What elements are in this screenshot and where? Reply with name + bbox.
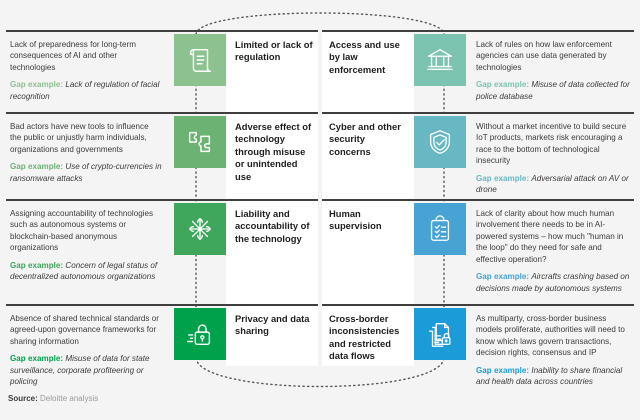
gap-heading: Adverse effect of technology through mis… (226, 114, 318, 199)
courthouse-bank-icon (414, 34, 466, 86)
list-item[interactable]: Cross-border inconsistencies and restric… (322, 304, 634, 386)
left-column: Lack of preparedness for long-term conse… (6, 30, 318, 386)
gap-description: Lack of preparedness for long-term conse… (6, 32, 174, 112)
description-text: Lack of clarity about how much human inv… (476, 209, 624, 264)
list-item[interactable]: Human supervision Lack of clarity about … (322, 199, 634, 304)
description-text: Assigning accountability of technologies… (10, 209, 154, 253)
list-item[interactable]: Assigning accountability of technologies… (6, 199, 318, 304)
locked-documents-icon (414, 308, 466, 360)
gap-heading: Cyber and other security concerns (322, 114, 414, 199)
gap-example-text: Misuse of data for state surveillance, c… (10, 354, 150, 387)
gap-heading: Limited or lack of regulation (226, 32, 318, 112)
gap-example-text: Lack of regulation of facial recognition (10, 80, 160, 101)
source-value: Deloitte analysis (40, 394, 99, 403)
source-label: Source: (8, 394, 38, 403)
list-item[interactable]: Cyber and other security concerns Withou… (322, 112, 634, 199)
gap-example-label: Gap example: (476, 173, 530, 183)
description-text: As multiparty, cross-border business mod… (476, 314, 625, 358)
gap-description: Assigning accountability of technologies… (6, 201, 174, 304)
scroll-document-icon (174, 34, 226, 86)
gap-example: Gap example: Concern of legal status of … (10, 260, 162, 283)
right-column: Access and use by law enforcement Lack o… (322, 30, 634, 386)
shield-check-icon (414, 116, 466, 168)
list-item[interactable]: Bad actors have new tools to influence t… (6, 112, 318, 199)
gap-example: Gap example: Use of crypto-currencies in… (10, 161, 162, 184)
gap-example-label: Gap example: (476, 80, 530, 90)
gap-heading: Liability and accountability of the tech… (226, 201, 318, 304)
network-node-burst-icon (174, 203, 226, 255)
description-text: Absence of shared technical standards or… (10, 314, 159, 346)
gap-example: Gap example: Misuse of data collected fo… (476, 79, 630, 102)
gap-example: Gap example: Lack of regulation of facia… (10, 79, 162, 102)
gap-description: Lack of clarity about how much human inv… (466, 201, 634, 304)
gap-example-text: Aircrafts crashing based on decisions ma… (476, 272, 630, 293)
gap-example-text: Use of crypto-currencies in ransomware a… (10, 162, 162, 183)
description-text: Lack of rules on how law enforcement age… (476, 40, 612, 72)
description-text: Bad actors have new tools to influence t… (10, 122, 149, 154)
gap-example-label: Gap example: (10, 80, 64, 90)
gap-description: Absence of shared technical standards or… (6, 306, 174, 386)
gap-example-label: Gap example: (10, 260, 64, 270)
gap-example-label: Gap example: (10, 354, 64, 364)
gap-example-label: Gap example: (10, 162, 64, 172)
gap-heading: Cross-border inconsistencies and restric… (322, 306, 414, 366)
gap-description: Without a market incentive to build secu… (466, 114, 634, 199)
gap-description: Lack of rules on how law enforcement age… (466, 32, 634, 112)
gap-example: Gap example: Adversarial attack on AV or… (476, 173, 630, 196)
clipboard-checklist-icon (414, 203, 466, 255)
description-text: Without a market incentive to build secu… (476, 122, 627, 166)
list-item[interactable]: Lack of preparedness for long-term conse… (6, 30, 318, 112)
description-text: Lack of preparedness for long-term conse… (10, 40, 136, 72)
gap-example: Gap example: Misuse of data for state su… (10, 353, 162, 387)
gap-description: Bad actors have new tools to influence t… (6, 114, 174, 199)
gap-example-text: Adversarial attack on AV or drone (476, 173, 629, 195)
gap-example-label: Gap example: (476, 365, 530, 375)
puzzle-pieces-icon (174, 116, 226, 168)
source-note: Source: Deloitte analysis (8, 394, 98, 403)
list-item[interactable]: Access and use by law enforcement Lack o… (322, 30, 634, 112)
gap-example: Gap example: Inability to share financia… (476, 365, 630, 388)
gap-example-text: Inability to share financial and health … (476, 365, 623, 387)
gap-heading: Human supervision (322, 201, 414, 304)
padlock-icon (174, 308, 226, 360)
gap-heading: Access and use by law enforcement (322, 32, 414, 112)
gap-example-label: Gap example: (476, 272, 530, 282)
gap-description: As multiparty, cross-border business mod… (466, 306, 634, 386)
gap-example-text: Concern of legal status of decentralized… (10, 260, 158, 282)
gap-heading: Privacy and data sharing (226, 306, 318, 366)
gap-example-text: Misuse of data collected for police data… (476, 80, 630, 101)
gap-example: Gap example: Aircrafts crashing based on… (476, 271, 630, 294)
list-item[interactable]: Absence of shared technical standards or… (6, 304, 318, 386)
